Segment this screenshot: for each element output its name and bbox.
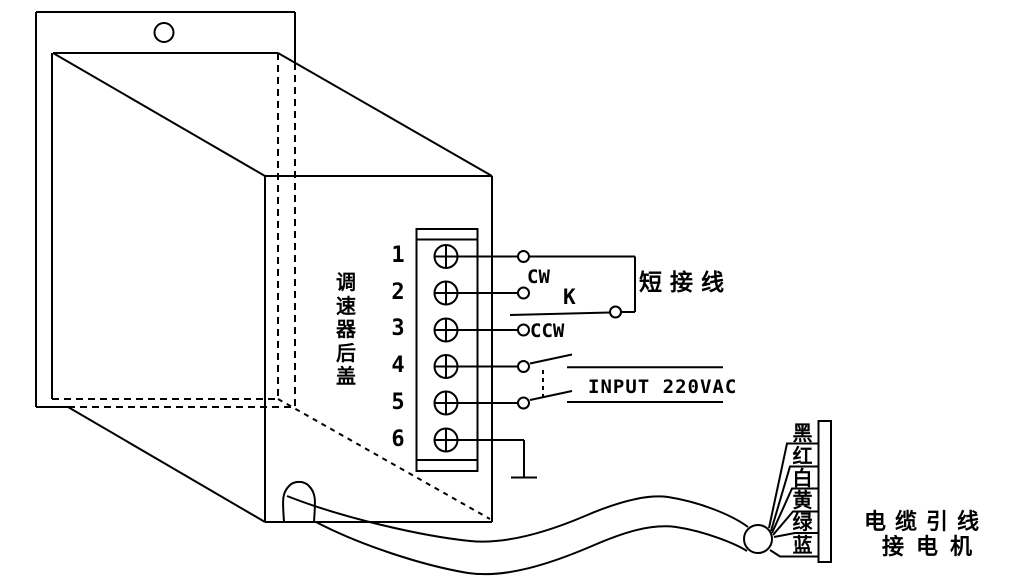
wire-color-green: 绿: [792, 511, 813, 534]
front-panel: [264, 175, 493, 523]
terminal-number-1: 1: [391, 243, 405, 268]
wire-color-white: 白: [792, 467, 813, 490]
cable-grommet: [282, 480, 316, 523]
wire-color-yellow: 黄: [792, 490, 813, 512]
cable-note-line1: 电缆引线: [864, 509, 989, 534]
cable-assembly: [282, 420, 832, 576]
cable-top-edge: [286, 495, 749, 543]
terminal-screw-3: [433, 317, 459, 343]
wire-color-black: 黑: [792, 423, 813, 445]
cable-bottom-edge: [315, 521, 748, 576]
terminal-screw-6: [433, 427, 459, 453]
power-switch-lever-top: [529, 353, 573, 365]
cw-label: CW: [527, 266, 550, 288]
short-jumper-label: 短接线: [639, 269, 732, 295]
terminal-strip: [415, 228, 479, 472]
terminal-number-2: 2: [391, 280, 405, 305]
ground-wire: [457, 439, 525, 477]
controller-box-back: [51, 52, 279, 400]
mounting-plate: [35, 11, 296, 408]
contact-point-4: [517, 360, 530, 373]
mounting-hole: [153, 22, 175, 43]
motor-connector-bar: [817, 420, 832, 563]
contact-point-5: [517, 396, 530, 410]
wire-leader-yellow: [772, 510, 818, 536]
contact-point-ccw: [517, 323, 530, 337]
terminal-number-5: 5: [391, 390, 405, 415]
back-cover-label: 调速器后盖: [336, 272, 356, 388]
switch-k-label: K: [563, 285, 576, 309]
terminal-number-6: 6: [391, 427, 405, 452]
terminal-screw-4: [433, 354, 459, 379]
wire-leader-red: [770, 465, 818, 532]
wire-color-blue: 蓝: [792, 534, 813, 557]
terminal-screw-1: [433, 244, 459, 269]
jumper-wire: [529, 255, 636, 313]
wire-leader-white: [771, 487, 818, 534]
cable-end: [743, 524, 773, 554]
input-power-label: INPUT 220VAC: [588, 376, 738, 398]
terminal-wires: [457, 250, 723, 479]
ccw-label: CCW: [530, 320, 565, 342]
wire-color-red: 红: [792, 445, 813, 468]
terminal-screw-5: [433, 390, 459, 416]
cable-note-line2: 接电机: [882, 534, 985, 559]
terminal-number-4: 4: [391, 353, 405, 378]
contact-point-cw: [517, 286, 530, 300]
wire-leader-black: [768, 442, 818, 529]
terminal-number-3: 3: [391, 316, 405, 341]
switch-k-pivot: [609, 305, 622, 319]
power-switch-lever-bottom: [529, 390, 573, 401]
terminal-screw-2: [433, 280, 459, 306]
wire-leader-green: [773, 532, 818, 538]
wire-leader-blue: [769, 549, 818, 558]
contact-point-1: [517, 250, 530, 263]
controller-box-edges: [52, 52, 493, 523]
switch-k-lever: [509, 311, 611, 316]
terminal-screws: [433, 244, 459, 453]
